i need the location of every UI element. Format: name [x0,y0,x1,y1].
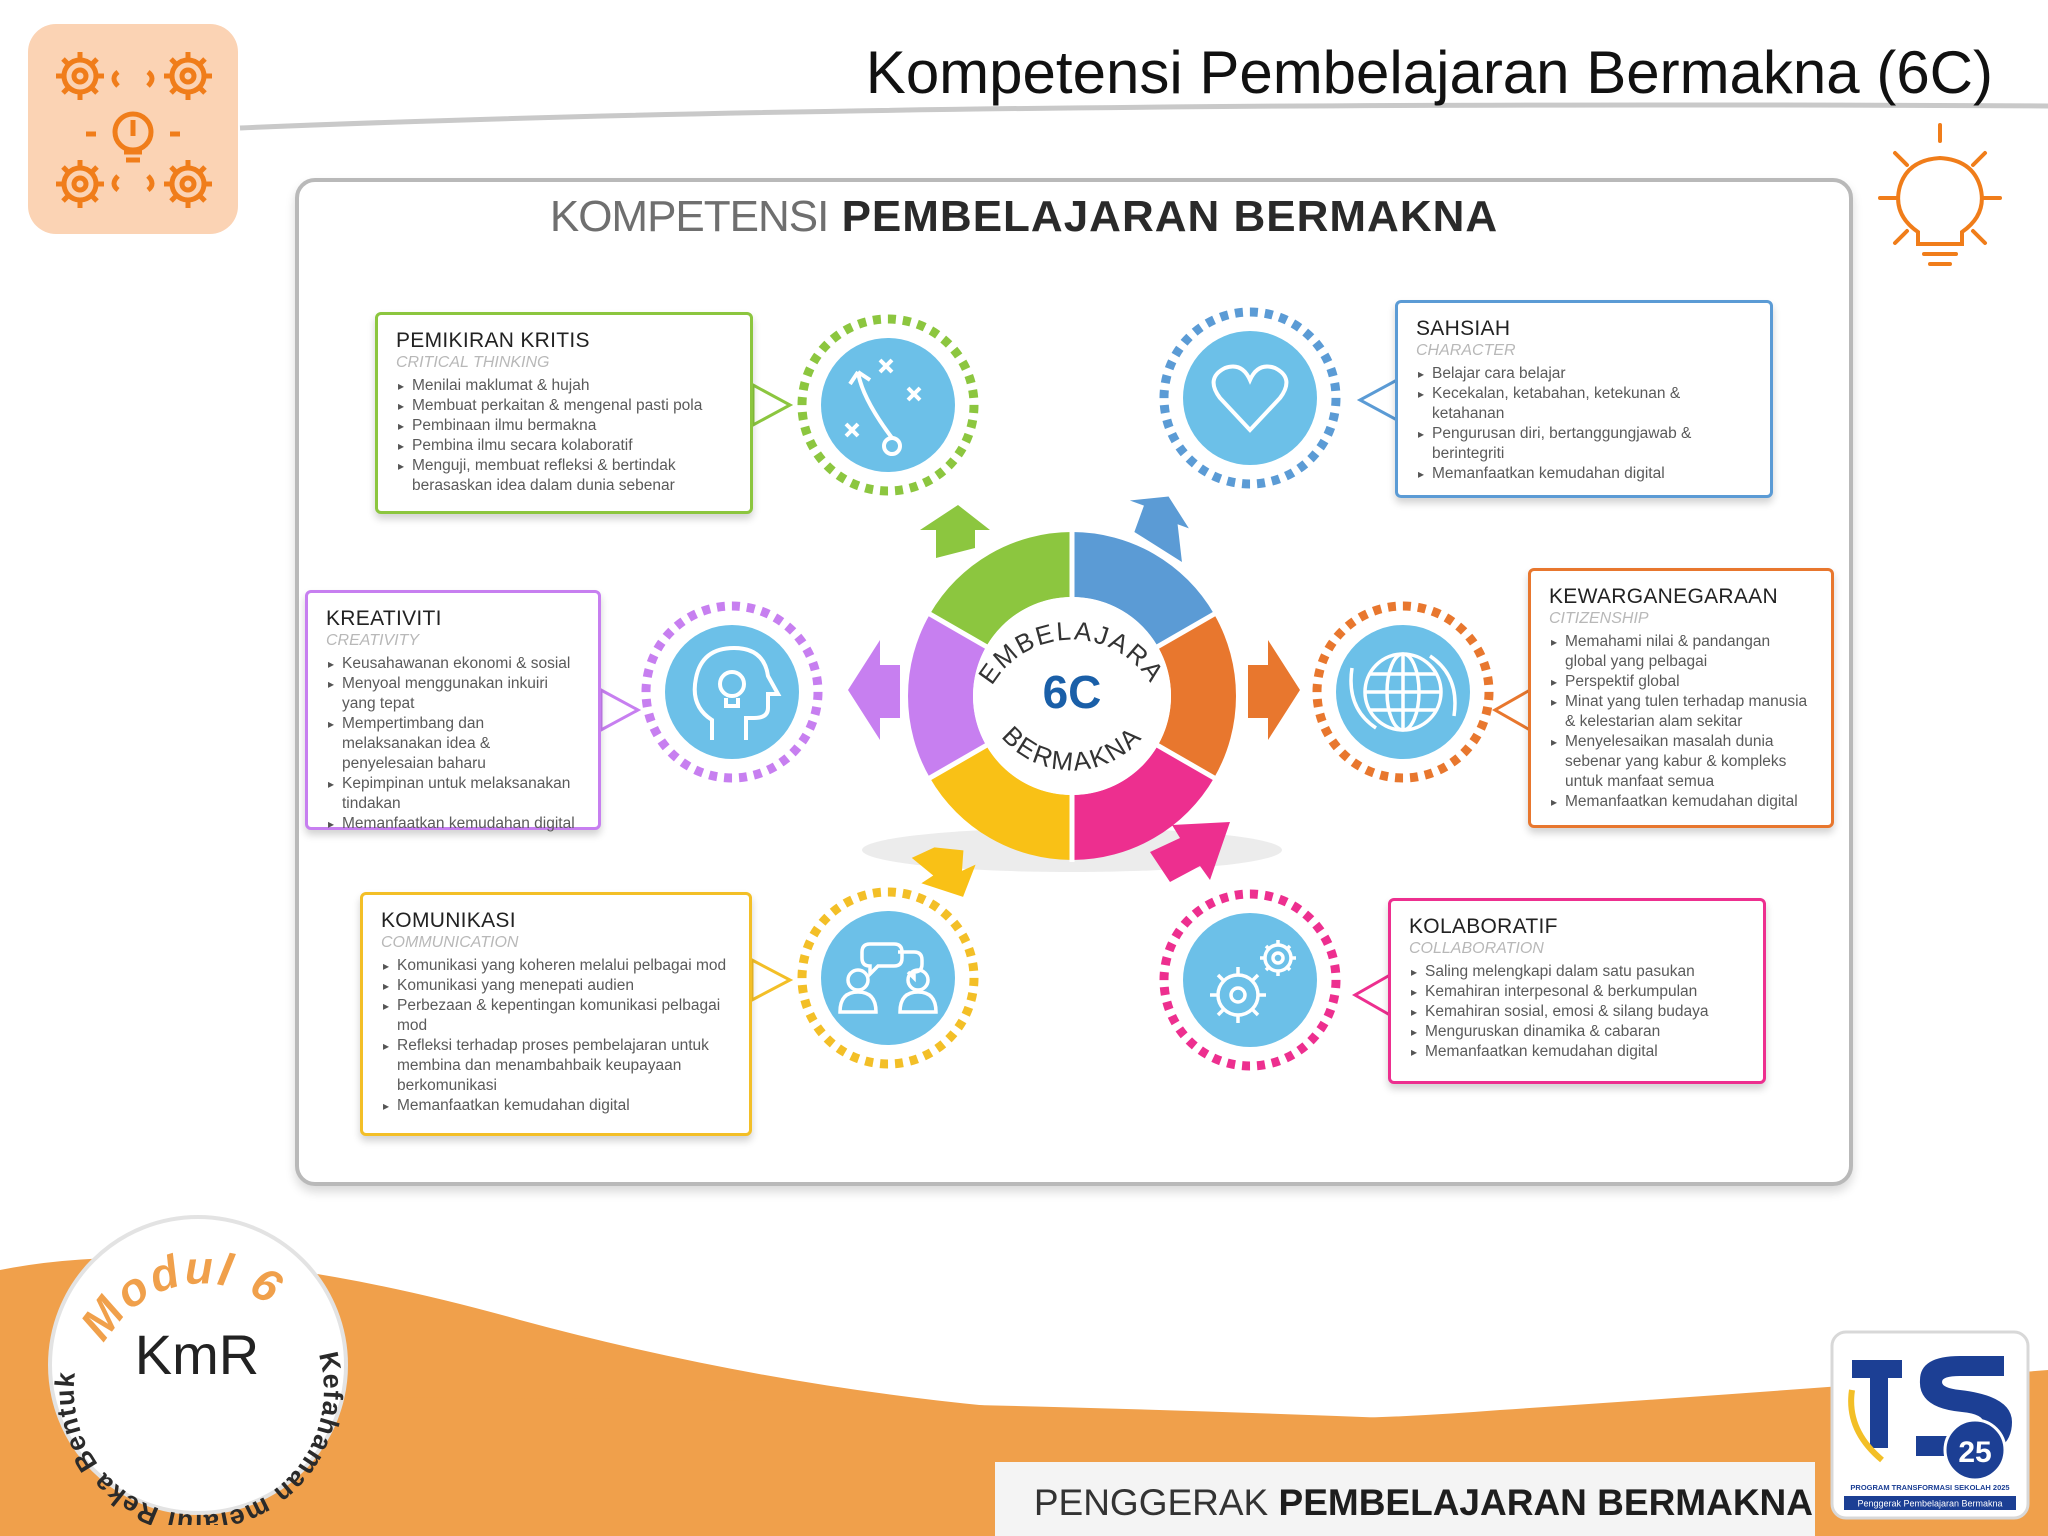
card-creativity: KREATIVITI CREATIVITY Keusahawanan ekono… [305,590,601,834]
strategy-play-icon [844,358,922,456]
icon-circle-character [1159,307,1341,489]
list-item: Menyelesaikan masalah dunia sebenar yang… [1551,732,1813,792]
list-item: Perbezaan & kepentingan komunikasi pelba… [383,996,731,1036]
list-item: Kemahiran interpesonal & berkumpulan [1411,982,1745,1002]
footer-title-light: PENGGERAK [1033,1482,1269,1523]
arrow-citizenship [1248,640,1300,740]
icon-circle-creativity [641,601,823,783]
title-swoosh [239,102,2048,131]
ts-logo-number: 25 [1958,1436,1991,1469]
card-title: KREATIVITI [326,607,442,630]
list-item: Memanfaatkan kemudahan digital [328,814,580,834]
card-collaboration: KOLABORATIF COLLABORATION Saling melengk… [1388,898,1766,1084]
wheel-segments [907,530,1237,862]
gears-icon [1210,940,1296,1023]
ts25-logo-graphic: 25 PROGRAM TRANSFORMASI SEKOLAH 2025 Pen… [1830,1330,2030,1520]
card-title: PEMIKIRAN KRITIS [396,329,590,352]
card-list: Menilai maklumat & hujah Membuat perkait… [396,376,732,496]
center-main-text: 6C [1043,666,1102,718]
card-character: SAHSIAH CHARACTER Belajar cara belajar K… [1395,300,1773,498]
list-item: Refleksi terhadap proses pembelajaran un… [383,1036,731,1096]
card-title: KOMUNIKASI [381,909,516,932]
card-list: Komunikasi yang koheren melalui pelbagai… [381,956,731,1116]
lightbulb-icon [1878,123,2002,266]
ts-logo-line1: PROGRAM TRANSFORMASI SEKOLAH 2025 [1850,1483,2009,1492]
card-subtitle: CITIZENSHIP [1549,610,1649,627]
list-item: Memahami nilai & pandangan global yang p… [1551,632,1813,672]
list-item: Perspektif global [1551,672,1813,692]
list-item: Kepimpinan untuk melaksanakan tindakan [328,774,580,814]
card-subtitle: COMMUNICATION [381,934,519,951]
card-critical-thinking: PEMIKIRAN KRITIS CRITICAL THINKING Menil… [375,312,753,514]
arrow-collaboration [1150,822,1230,882]
arrow-creativity [848,640,900,740]
arrow-critical [920,505,990,558]
infographic-title: KOMPETENSI PEMBELAJARAN BERMAKNA [0,192,2048,242]
card-communication: KOMUNIKASI COMMUNICATION Komunikasi yang… [360,892,752,1136]
card-list: Belajar cara belajar Kecekalan, ketabaha… [1416,364,1752,484]
list-item: Kemahiran sosial, emosi & silang budaya [1411,1002,1745,1022]
list-item: Pembina ilmu secara kolaboratif [398,436,732,456]
arrow-character [1129,496,1189,563]
list-item: Komunikasi yang menepati audien [383,976,731,996]
icon-circle-communication [797,887,979,1069]
card-subtitle: CRITICAL THINKING [396,354,550,371]
ts-logo-line2: Penggerak Pembelajaran Bermakna [1857,1499,2002,1509]
list-item: Memanfaatkan kemudahan digital [1551,792,1813,812]
head-lightbulb-icon [692,645,782,740]
logo-tile [28,24,238,234]
list-item: Memanfaatkan kemudahan digital [1418,464,1752,484]
list-item: Minat yang tulen terhadap manusia & kele… [1551,692,1813,732]
list-item: Membuat perkaitan & mengenal pasti pola [398,396,732,416]
footer-band [0,1257,2048,1536]
infographic-title-bold: PEMBELAJARAN BERMAKNA [841,192,1499,241]
card-subtitle: CHARACTER [1416,342,1516,359]
card-citizenship: KEWARGANEGARAAN CITIZENSHIP Memahami nil… [1528,568,1834,828]
icon-circle-citizenship [1312,601,1494,783]
card-subtitle: COLLABORATION [1409,940,1544,957]
list-item: Pengurusan diri, bertanggungjawab & beri… [1418,424,1752,464]
wheel-arrows [848,496,1300,897]
gears-lightbulb-icon [56,52,212,208]
people-chat-icon [838,942,938,1014]
list-item: Menguji, membuat refleksi & bertindak be… [398,456,732,496]
card-list: Memahami nilai & pandangan global yang p… [1549,632,1813,812]
card-title: KEWARGANEGARAAN [1549,585,1778,608]
list-item: Menguruskan dinamika & cabaran [1411,1022,1745,1042]
footer-title: PENGGERAK PEMBELAJARAN BERMAKNA [1034,1482,1813,1524]
list-item: Mempertimbang dan melaksanakan idea & pe… [328,714,580,774]
list-item: Komunikasi yang koheren melalui pelbagai… [383,956,731,976]
list-item: Saling melengkapi dalam satu pasukan [1411,962,1745,982]
card-subtitle: CREATIVITY [326,632,420,649]
list-item: Memanfaatkan kemudahan digital [383,1096,731,1116]
list-item: Kecekalan, ketabahan, ketekunan & ketaha… [1418,384,1752,424]
list-item: Keusahawanan ekonomi & sosial [328,654,580,674]
infographic-title-light: KOMPETENSI [549,192,829,241]
ts25-logo: 25 PROGRAM TRANSFORMASI SEKOLAH 2025 Pen… [1830,1330,2030,1520]
page-title: Kompetensi Pembelajaran Bermakna (6C) [865,39,1993,106]
list-item: Belajar cara belajar [1418,364,1752,384]
list-item: Menilai maklumat & hujah [398,376,732,396]
card-title: SAHSIAH [1416,317,1511,340]
list-item: Menyoal menggunakan inkuiri yang tepat [328,674,580,714]
list-item: Memanfaatkan kemudahan digital [1411,1042,1745,1062]
card-list: Keusahawanan ekonomi & sosial Menyoal me… [326,654,580,834]
module-badge: Modul 6 Kefahaman melalui Reka Bentuk [48,1215,348,1525]
list-item: Pembinaan ilmu bermakna [398,416,732,436]
heart-icon [1211,364,1289,433]
icon-circle-critical [797,314,979,496]
card-list: Saling melengkapi dalam satu pasukan Kem… [1409,962,1745,1062]
badge-center-text: KmR [134,1323,260,1386]
footer-title-bold: PEMBELAJARAN BERMAKNA [1278,1482,1813,1523]
arrow-communication [911,847,976,897]
icon-circle-collaboration [1159,889,1341,1071]
card-pointers [599,377,1532,1018]
card-title: KOLABORATIF [1409,915,1558,938]
globe-icon [1349,652,1457,732]
